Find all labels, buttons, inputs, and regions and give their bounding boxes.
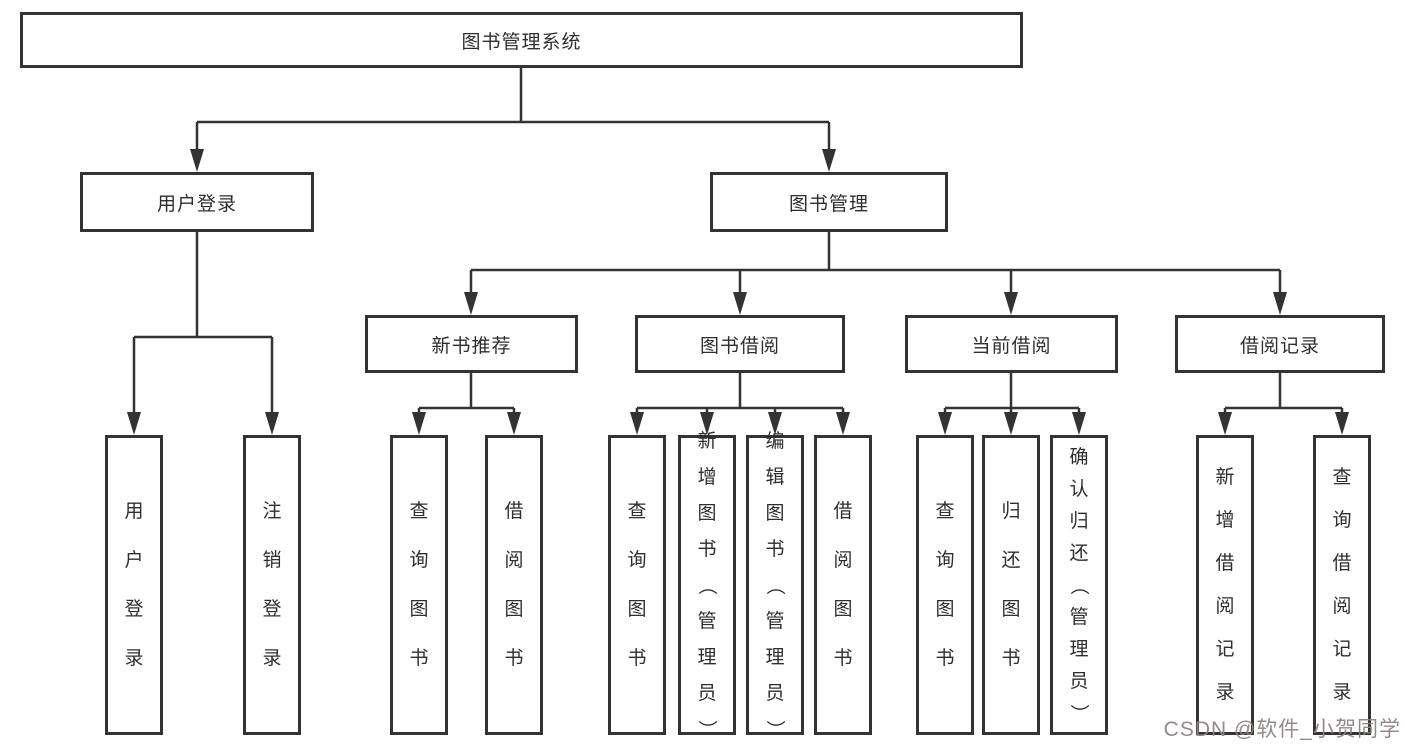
node-user-login-label: 用户登录	[156, 193, 237, 215]
node-leaf-user-login: 用户登录	[105, 435, 163, 735]
node-leaf-cb-query-book: 查询图书	[916, 435, 974, 735]
node-book-borrow-label: 图书借阅	[699, 335, 780, 357]
node-leaf-br-add-record: 新增借阅记录	[1196, 435, 1254, 735]
watermark: CSDN @软件_小贺同学	[1163, 718, 1401, 741]
node-leaf-bb-query-book-label: 查询图书	[627, 501, 647, 669]
node-leaf-bb-borrow-book-label: 借阅图书	[833, 501, 853, 669]
node-new-book-rec-label: 新书推荐	[431, 335, 512, 357]
node-book-borrow: 图书借阅	[635, 315, 845, 373]
connector-login-to-children	[127, 232, 279, 435]
node-root: 图书管理系统	[20, 12, 1023, 68]
node-leaf-cb-return-book-label: 归还图书	[1001, 501, 1021, 669]
node-leaf-user-login-label: 用户登录	[124, 501, 144, 669]
node-leaf-cb-query-book-label: 查询图书	[935, 501, 955, 669]
node-leaf-bb-edit-book-admin: 编辑图书（管理员）	[746, 432, 804, 739]
node-leaf-br-query-record-label: 查询借阅记录	[1332, 467, 1352, 703]
node-book-mgmt: 图书管理	[710, 172, 948, 232]
connector-root-to-level2	[190, 68, 836, 172]
node-borrow-record-label: 借阅记录	[1239, 335, 1320, 357]
node-leaf-br-add-record-label: 新增借阅记录	[1215, 467, 1235, 703]
node-leaf-bb-borrow-book: 借阅图书	[814, 435, 872, 735]
node-root-label: 图书管理系统	[461, 31, 582, 53]
node-leaf-bb-edit-book-admin-label: 编辑图书（管理员）	[764, 430, 786, 739]
node-user-login: 用户登录	[80, 172, 314, 232]
node-leaf-nbr-query-book-label: 查询图书	[409, 501, 429, 669]
node-current-borrow-label: 当前借阅	[971, 335, 1052, 357]
node-book-mgmt-label: 图书管理	[788, 193, 869, 215]
connector-mgmt-to-modules	[464, 232, 1287, 315]
connector-newbook-to-children	[412, 373, 521, 435]
connector-record-to-children	[1218, 373, 1349, 435]
node-leaf-br-query-record: 查询借阅记录	[1313, 435, 1371, 735]
node-leaf-bb-add-book-admin: 新增图书（管理员）	[678, 432, 736, 739]
connector-current-to-children	[938, 373, 1086, 435]
node-leaf-logout: 注销登录	[243, 435, 301, 735]
node-borrow-record: 借阅记录	[1175, 315, 1385, 373]
node-leaf-logout-label: 注销登录	[262, 501, 282, 669]
node-leaf-cb-return-book: 归还图书	[982, 435, 1040, 735]
node-leaf-cb-confirm-return-admin-label: 确认归还（管理员）	[1068, 446, 1090, 723]
node-leaf-bb-add-book-admin-label: 新增图书（管理员）	[696, 430, 718, 739]
node-new-book-rec: 新书推荐	[365, 315, 578, 373]
node-leaf-nbr-borrow-book: 借阅图书	[485, 435, 543, 735]
node-leaf-cb-confirm-return-admin: 确认归还（管理员）	[1050, 435, 1108, 735]
node-current-borrow: 当前借阅	[905, 315, 1118, 373]
node-leaf-nbr-query-book: 查询图书	[390, 435, 448, 735]
node-leaf-bb-query-book: 查询图书	[608, 435, 666, 735]
connector-borrow-to-children	[630, 373, 850, 435]
node-leaf-nbr-borrow-book-label: 借阅图书	[504, 501, 524, 669]
